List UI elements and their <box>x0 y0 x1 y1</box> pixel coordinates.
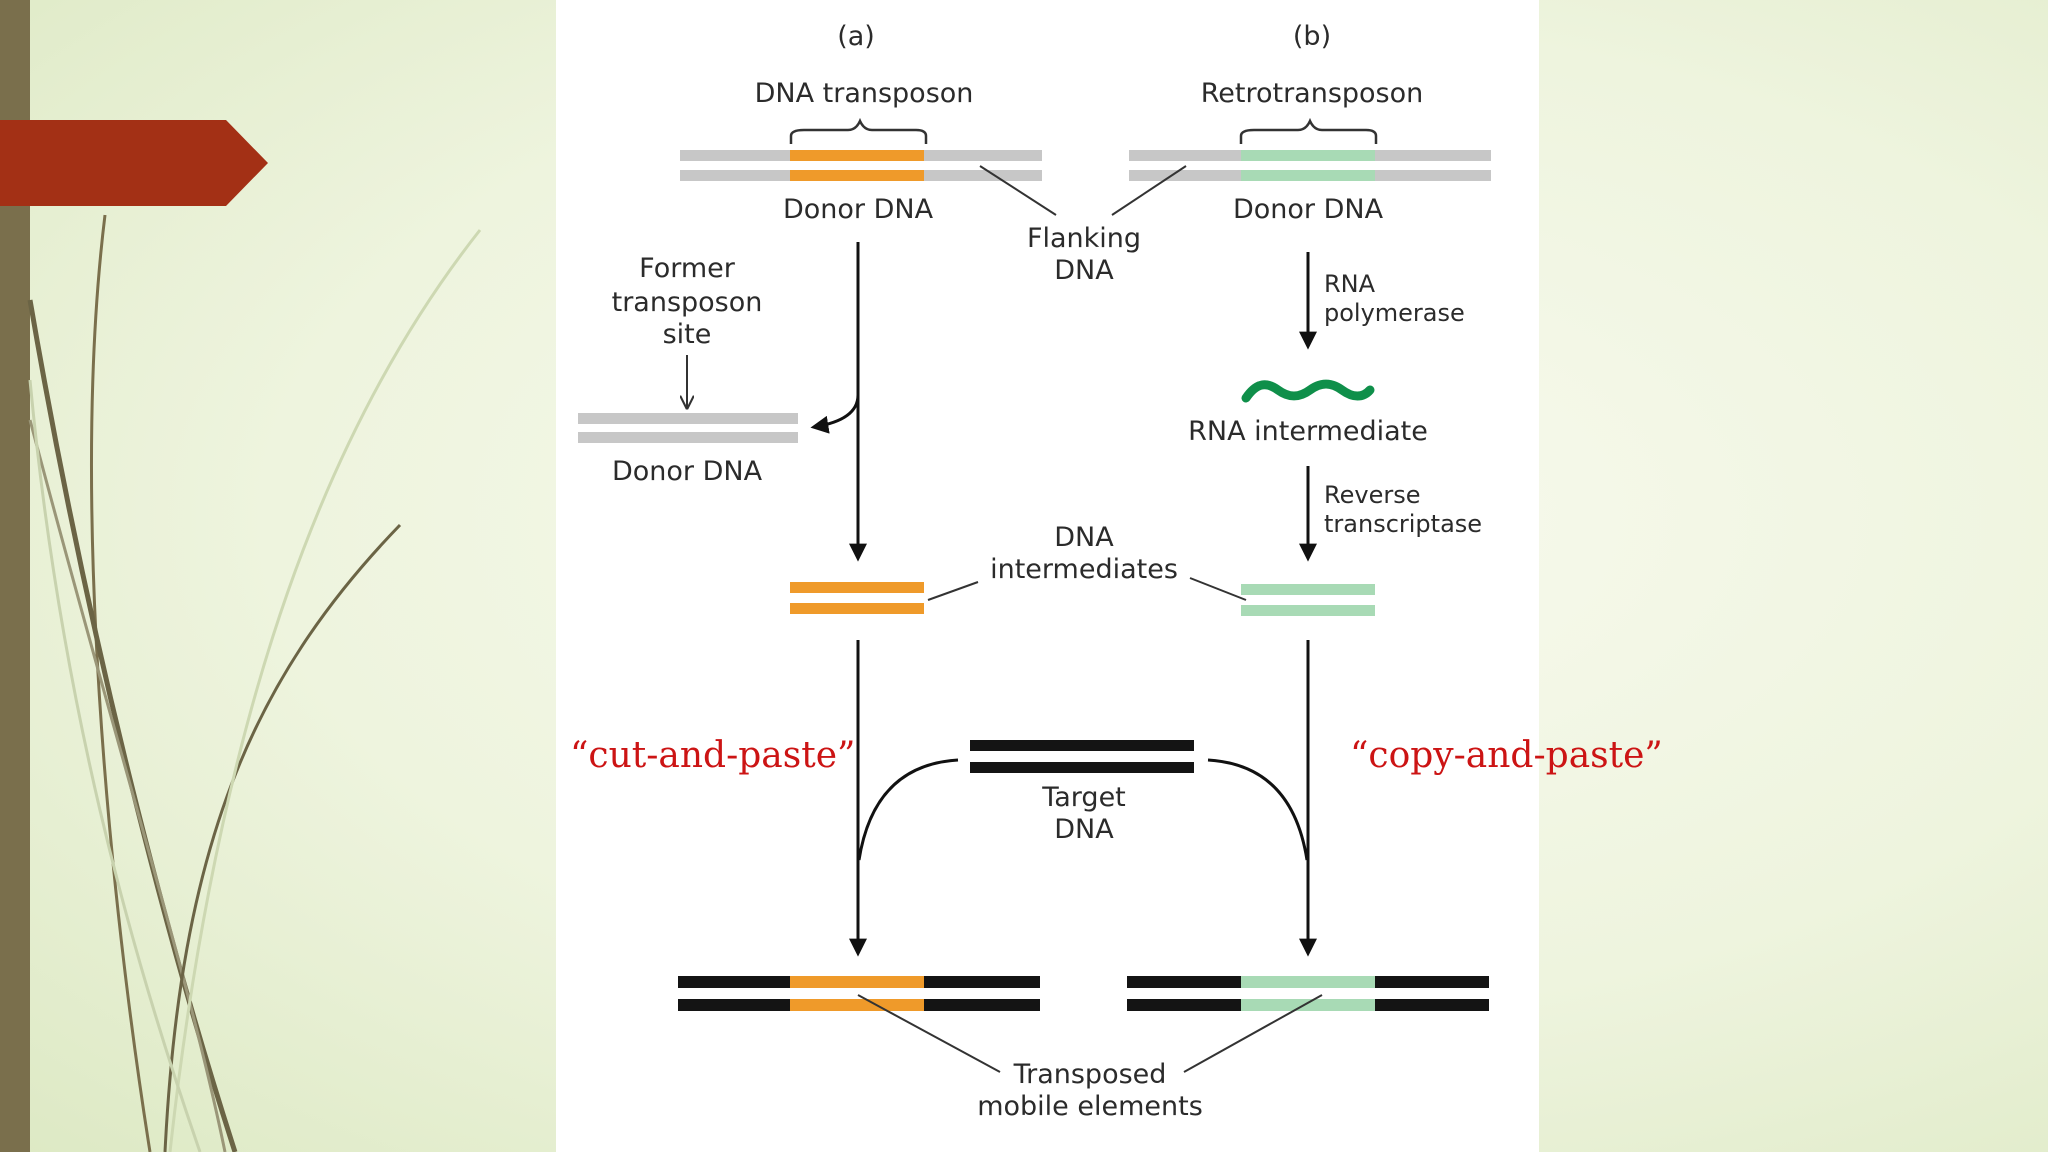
target-join-left <box>857 758 959 861</box>
donor-dna-a-label: Donor DNA <box>783 194 934 225</box>
transposed-leader-left <box>857 994 1001 1073</box>
flanking-leader-right <box>1111 165 1187 216</box>
dna-intermediate-a <box>790 582 924 614</box>
transposition-figure: (a) (b) DNA transposon Retrotransposon D… <box>556 0 1539 1152</box>
dna-intermediates-label-1: DNA <box>1054 522 1114 553</box>
intermediate-leader-left <box>927 581 979 601</box>
dna-transposon-label: DNA transposon <box>755 78 974 109</box>
flanking-label-1: Flanking <box>1027 223 1141 254</box>
copy-and-paste-note: “copy-and-paste” <box>1350 735 1663 776</box>
transposed-label-1: Transposed <box>1013 1059 1167 1090</box>
target-dna-label-1: Target <box>1041 782 1126 813</box>
decorative-curves <box>27 214 482 1152</box>
donor-dna-b-label: Donor DNA <box>1233 194 1384 225</box>
transposon-brace <box>789 117 928 144</box>
donor-dna-b <box>1129 150 1491 181</box>
panel-a-label: (a) <box>837 21 875 52</box>
transposed-label-2: mobile elements <box>977 1091 1203 1122</box>
flanking-label-2: DNA <box>1054 255 1114 286</box>
retrotransposon-brace <box>1239 117 1378 144</box>
dna-intermediates-label-2: intermediates <box>990 554 1178 585</box>
transposed-element-b <box>1127 976 1489 1011</box>
former-site-label-3: site <box>663 319 712 350</box>
cut-and-paste-note: “cut-and-paste” <box>570 735 856 776</box>
transposed-leader-right <box>1183 994 1323 1073</box>
reverse-transcriptase-label-1: Reverse <box>1324 481 1420 509</box>
target-dna-label-2: DNA <box>1054 814 1114 845</box>
dna-intermediate-b <box>1241 584 1375 616</box>
donor-dna-a <box>680 150 1042 181</box>
target-join-right <box>1207 758 1309 861</box>
former-site-label-1: Former <box>639 253 736 284</box>
flanking-leader-left <box>979 165 1057 216</box>
donor-dna-empty <box>578 413 798 443</box>
rna-intermediate-label: RNA intermediate <box>1188 416 1428 447</box>
intermediate-leader-right <box>1189 577 1247 601</box>
rna-polymerase-label-1: RNA <box>1324 270 1376 298</box>
donor-release-arrow <box>810 394 860 434</box>
panel-b-label: (b) <box>1293 21 1331 52</box>
reverse-transcriptase-label-2: transcriptase <box>1324 510 1482 538</box>
target-dna <box>970 740 1194 773</box>
transposed-element-a <box>678 976 1040 1011</box>
donor-dna-left-label: Donor DNA <box>612 456 763 487</box>
rna-polymerase-label-2: polymerase <box>1324 299 1465 327</box>
rna-wave <box>1241 379 1375 403</box>
retrotransposon-label: Retrotransposon <box>1201 78 1424 109</box>
former-site-label-2: transposon <box>612 287 763 318</box>
accent-arrow-tab <box>0 120 268 206</box>
